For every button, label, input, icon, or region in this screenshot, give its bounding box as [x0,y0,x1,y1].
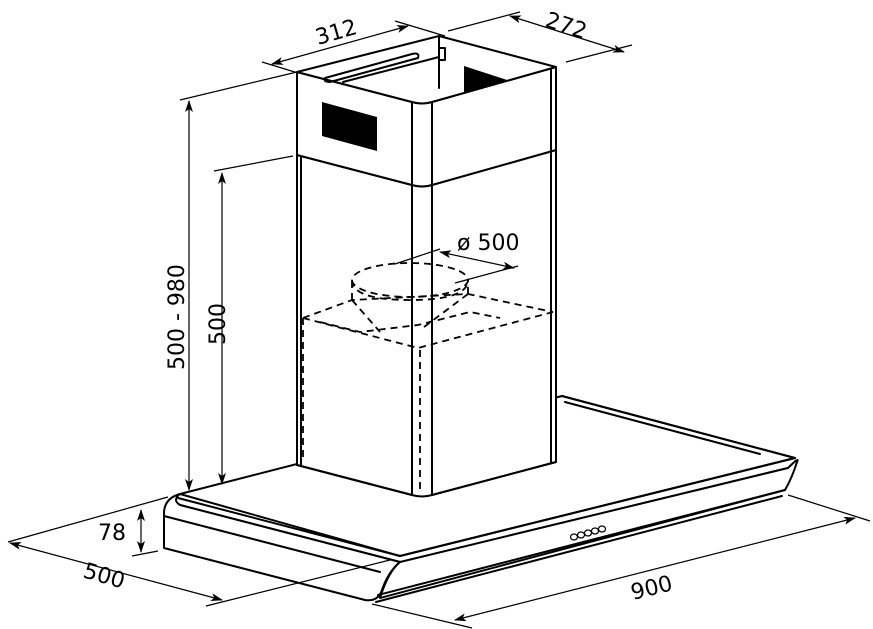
dim-canopy-depth: 500 [80,559,127,595]
chimney-lower [296,149,557,498]
dim-chimney-depth: 272 [542,8,590,45]
chimney-upper [296,35,557,188]
vent-icon [464,66,510,92]
vent-icon [322,102,377,151]
dimensions: 312 272 ø 500 500 - 980 500 78 500 900 [7,8,871,629]
dim-lower-chimney-height: 500 [206,303,231,345]
dim-canopy-thickness: 78 [98,521,126,546]
dim-canopy-width: 900 [628,571,675,605]
dim-chimney-width: 312 [313,15,360,51]
dim-total-height: 500 - 980 [165,264,190,370]
dim-duct-diameter: ø 500 [457,231,519,256]
